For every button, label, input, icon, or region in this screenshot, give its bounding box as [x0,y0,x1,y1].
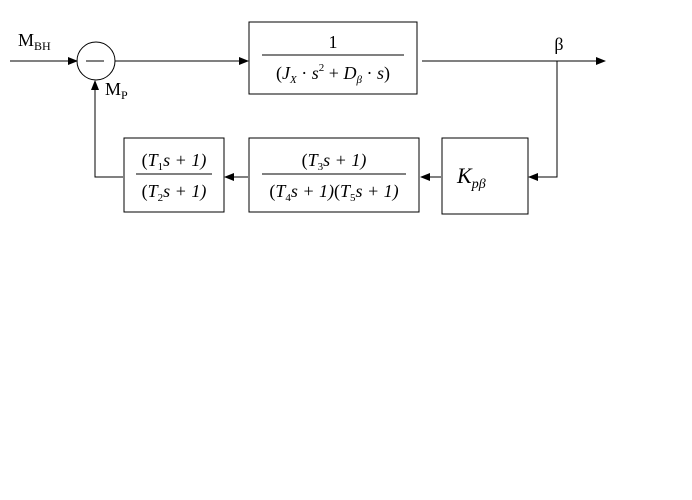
filter1-numerator: (T1s + 1) [142,150,207,173]
filter2-numerator: (T3s + 1) [302,150,367,173]
plant-block: 1 (JX · s2 + Dβ · s) [248,21,418,95]
plant-numerator: 1 [329,32,338,52]
summing-junction [76,41,116,81]
filter1-block: (T1s + 1) (T2s + 1) [123,137,225,213]
feedback-branch-arrow [528,61,558,181]
feedback-return-arrow [91,80,123,178]
plant-denominator: (JX · s2 + Dβ · s) [276,62,390,86]
output-signal-label: β [554,34,563,54]
filter1-denominator: (T2s + 1) [142,181,207,204]
filter2-block: (T3s + 1) (T4s + 1)(T5s + 1) [248,137,420,213]
gain-label: Kpβ [456,163,486,192]
gain-block: Kpβ [441,137,529,215]
input-signal-label: MBH [18,30,51,53]
filter2-denominator: (T4s + 1)(T5s + 1) [269,181,398,204]
feedback-signal-label: MP [105,79,128,102]
